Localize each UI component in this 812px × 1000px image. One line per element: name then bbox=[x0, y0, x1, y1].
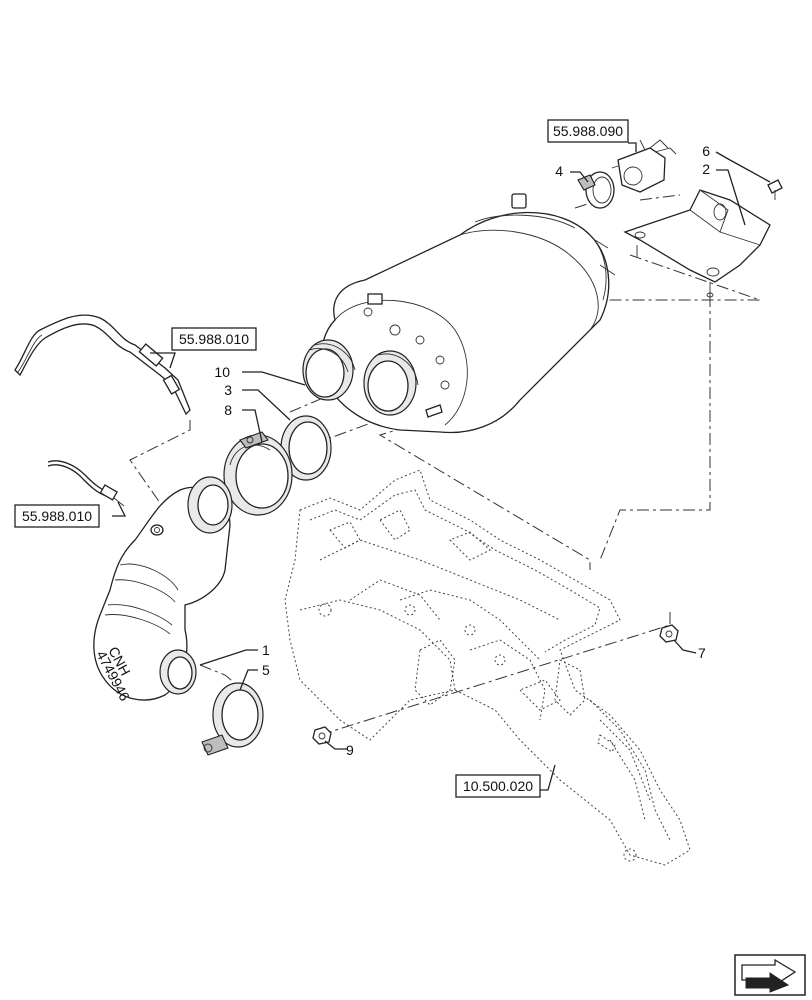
ref-label-top-sensor: 55.988.090 bbox=[553, 123, 623, 139]
callout-3: 3 bbox=[224, 382, 232, 398]
lower-sensor-cable bbox=[47, 460, 125, 507]
ref-box-frame[interactable]: 10.500.020 bbox=[455, 774, 541, 798]
ref-box-upper-sensor[interactable]: 55.988.010 bbox=[171, 327, 257, 351]
callout-9: 9 bbox=[346, 742, 354, 758]
leader-lines bbox=[112, 142, 771, 791]
ref-box-top-sensor[interactable]: 55.988.090 bbox=[547, 119, 629, 143]
ref-label-lower-sensor: 55.988.010 bbox=[22, 508, 92, 524]
bolt-6 bbox=[767, 179, 783, 200]
callout-1: 1 bbox=[262, 642, 270, 658]
callout-2: 2 bbox=[702, 161, 710, 177]
callout-4: 4 bbox=[555, 163, 563, 179]
gasket-3 bbox=[280, 415, 332, 481]
exhaust-pipe: CNH 4749946 bbox=[93, 476, 233, 704]
callout-5: 5 bbox=[262, 662, 270, 678]
callout-7: 7 bbox=[698, 645, 706, 661]
callout-10: 10 bbox=[214, 364, 230, 380]
dpf-muffler bbox=[302, 193, 616, 434]
ref-label-frame: 10.500.020 bbox=[463, 778, 533, 794]
clamp-4 bbox=[577, 171, 615, 209]
upper-sensor-cable bbox=[14, 314, 191, 416]
clamp-8 bbox=[223, 431, 293, 516]
next-page-arrow-icon[interactable] bbox=[734, 954, 806, 996]
frame-chassis bbox=[284, 469, 691, 866]
callout-6: 6 bbox=[702, 143, 710, 159]
top-sensor-unit bbox=[611, 139, 677, 193]
mounting-bracket bbox=[623, 189, 771, 298]
ref-label-upper-sensor: 55.988.010 bbox=[179, 331, 249, 347]
nut-9 bbox=[312, 726, 332, 745]
nut-7 bbox=[659, 624, 679, 643]
clamp-5 bbox=[201, 682, 264, 756]
ref-box-lower-sensor[interactable]: 55.988.010 bbox=[14, 504, 100, 528]
callout-8: 8 bbox=[224, 402, 232, 418]
